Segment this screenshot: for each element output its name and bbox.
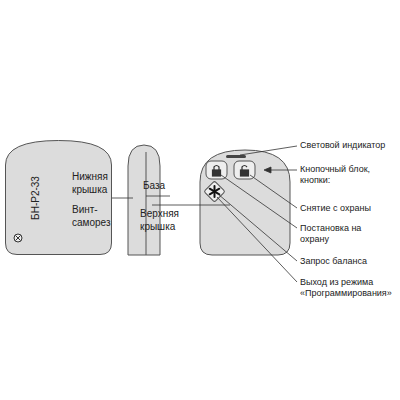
part-label: База	[143, 180, 173, 193]
part-label: Винт-саморез	[72, 204, 116, 229]
arrowhead	[264, 167, 271, 173]
part-label: Верхняя крышка	[140, 208, 192, 233]
light-indicator	[226, 155, 246, 158]
screw-symbol	[14, 234, 22, 242]
part-label: Нижняя крышка	[72, 171, 116, 196]
cover-shape	[6, 141, 112, 255]
part-label: Кнопочный блок, кнопки:	[300, 164, 399, 187]
leader-line	[240, 146, 297, 155]
screw-slot	[16, 236, 21, 241]
lock-open-shackle	[242, 166, 247, 171]
side-view	[128, 145, 160, 255]
leader-line	[218, 194, 297, 261]
part-label: Запрос баланса	[300, 256, 399, 267]
balance-button	[204, 181, 225, 202]
bottom-cover: БН-Р2-33	[5, 140, 112, 255]
leader-line	[146, 196, 170, 197]
part-label: Снятие с охраны	[300, 203, 399, 214]
arm-button	[206, 161, 227, 179]
front-view	[200, 150, 290, 255]
lock-closed-shackle	[214, 166, 219, 171]
leader-line	[152, 205, 230, 206]
lock-closed-icon	[213, 170, 221, 176]
part-label: Постановка на охрану	[300, 223, 370, 246]
asterisk-symbol	[210, 186, 220, 197]
lock-open-icon	[241, 170, 249, 176]
cover-outline	[5, 140, 112, 255]
leader-line	[250, 175, 297, 208]
leader-line	[221, 175, 297, 228]
leader-line	[217, 197, 297, 282]
part-label: Световой индикатор	[300, 140, 399, 151]
side-view-seam	[146, 152, 147, 255]
model-name: БН-Р2-33	[30, 176, 41, 220]
part-label: Выход из режима «Программирования»	[300, 277, 399, 300]
